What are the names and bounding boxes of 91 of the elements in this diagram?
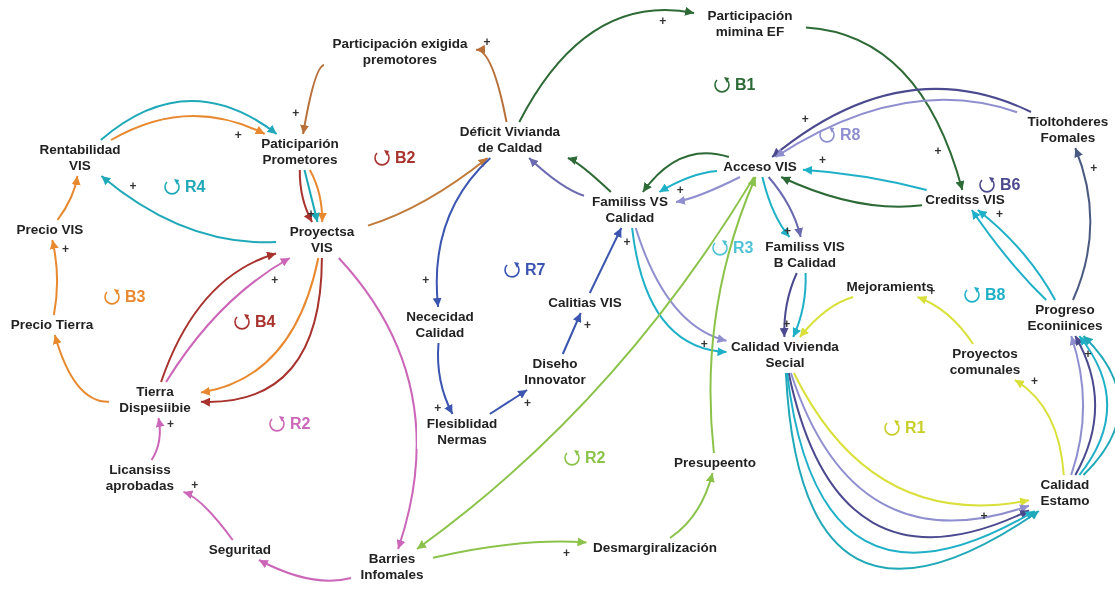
loop-label: R3 [733, 239, 754, 257]
polarity-sign: + [61, 243, 69, 256]
polarity-sign: + [422, 274, 430, 286]
polarity-sign: + [676, 183, 684, 196]
polarity-sign: + [995, 207, 1003, 220]
arrow [1072, 147, 1092, 301]
arrow [298, 169, 314, 223]
arrow [518, 7, 695, 123]
loop-label: B1 [735, 76, 756, 94]
arrow [528, 157, 585, 197]
arrow [761, 176, 791, 238]
polarity-sign: + [584, 318, 592, 331]
arrow [669, 472, 715, 539]
arrow [303, 169, 320, 223]
arrow [49, 239, 59, 316]
arrow [367, 157, 489, 227]
loop-label: R4 [185, 178, 206, 196]
polarity-sign: + [483, 35, 491, 48]
arrow [160, 252, 277, 383]
arrow [432, 157, 492, 308]
loop-label: R7 [525, 261, 546, 279]
arrow [780, 176, 923, 208]
arrow [709, 176, 757, 454]
arrow [658, 169, 718, 193]
arrow [771, 88, 1032, 158]
polarity-sign: + [623, 235, 631, 248]
polarity-sign: + [271, 274, 279, 287]
arrow [566, 157, 612, 193]
loop-label: B4 [255, 313, 276, 331]
polarity-sign: + [659, 15, 667, 28]
arrow [99, 100, 278, 141]
polarity-sign: + [307, 208, 315, 221]
polarity-sign: + [801, 113, 809, 126]
polarity-sign: + [523, 396, 531, 409]
polarity-sign: + [191, 478, 199, 491]
arrow [432, 537, 588, 559]
arrow [1078, 335, 1109, 476]
arrow [1013, 379, 1065, 476]
loop-label: B8 [985, 286, 1006, 304]
loop-label: B2 [395, 149, 416, 167]
arrow [970, 209, 1048, 301]
arrow [1082, 335, 1115, 476]
arrow [976, 209, 1057, 301]
arrow [779, 272, 798, 338]
polarity-sign: + [167, 418, 174, 430]
polarity-sign: + [129, 180, 137, 193]
arrow [110, 115, 266, 141]
polarity-sign: + [980, 510, 988, 523]
polarity-sign: + [292, 107, 300, 120]
arrow [792, 272, 807, 338]
loop-label: B6 [1000, 176, 1021, 194]
arrow [308, 169, 327, 223]
arrow [337, 257, 418, 550]
loop-label: B3 [125, 288, 146, 306]
arrow [56, 175, 81, 221]
arrow [416, 176, 755, 550]
arrow [165, 257, 291, 383]
polarity-sign: + [1030, 374, 1038, 387]
arrow [805, 26, 965, 191]
arrow [100, 175, 277, 244]
arrow [767, 176, 803, 238]
arrow [437, 342, 454, 415]
arrow [150, 417, 165, 461]
polarity-sign: + [434, 402, 442, 415]
arrow [774, 98, 1018, 158]
polarity-sign: + [562, 546, 570, 559]
arrow [182, 490, 234, 541]
loop-label: R8 [840, 126, 861, 144]
arrow [475, 46, 508, 123]
polarity-sign: + [934, 144, 942, 157]
loop-label: R1 [905, 419, 926, 437]
arrow [641, 152, 730, 193]
arrow [802, 165, 928, 191]
arrow [1069, 335, 1085, 476]
arrow [588, 227, 623, 294]
loop-label: R2 [585, 449, 606, 467]
arrow [300, 64, 325, 135]
polarity-sign: + [700, 338, 708, 351]
arrow [916, 296, 975, 345]
arrow [258, 559, 352, 582]
polarity-sign: + [1084, 348, 1092, 361]
arrow [561, 312, 582, 355]
polarity-sign: + [1090, 162, 1098, 174]
polarity-sign: + [818, 154, 826, 167]
arrow [675, 176, 741, 205]
arrow [488, 389, 529, 415]
arrow [798, 296, 855, 338]
polarity-sign: + [234, 128, 242, 141]
arrow [53, 334, 110, 403]
arrow [1074, 335, 1097, 476]
loop-label: R2 [290, 415, 311, 433]
